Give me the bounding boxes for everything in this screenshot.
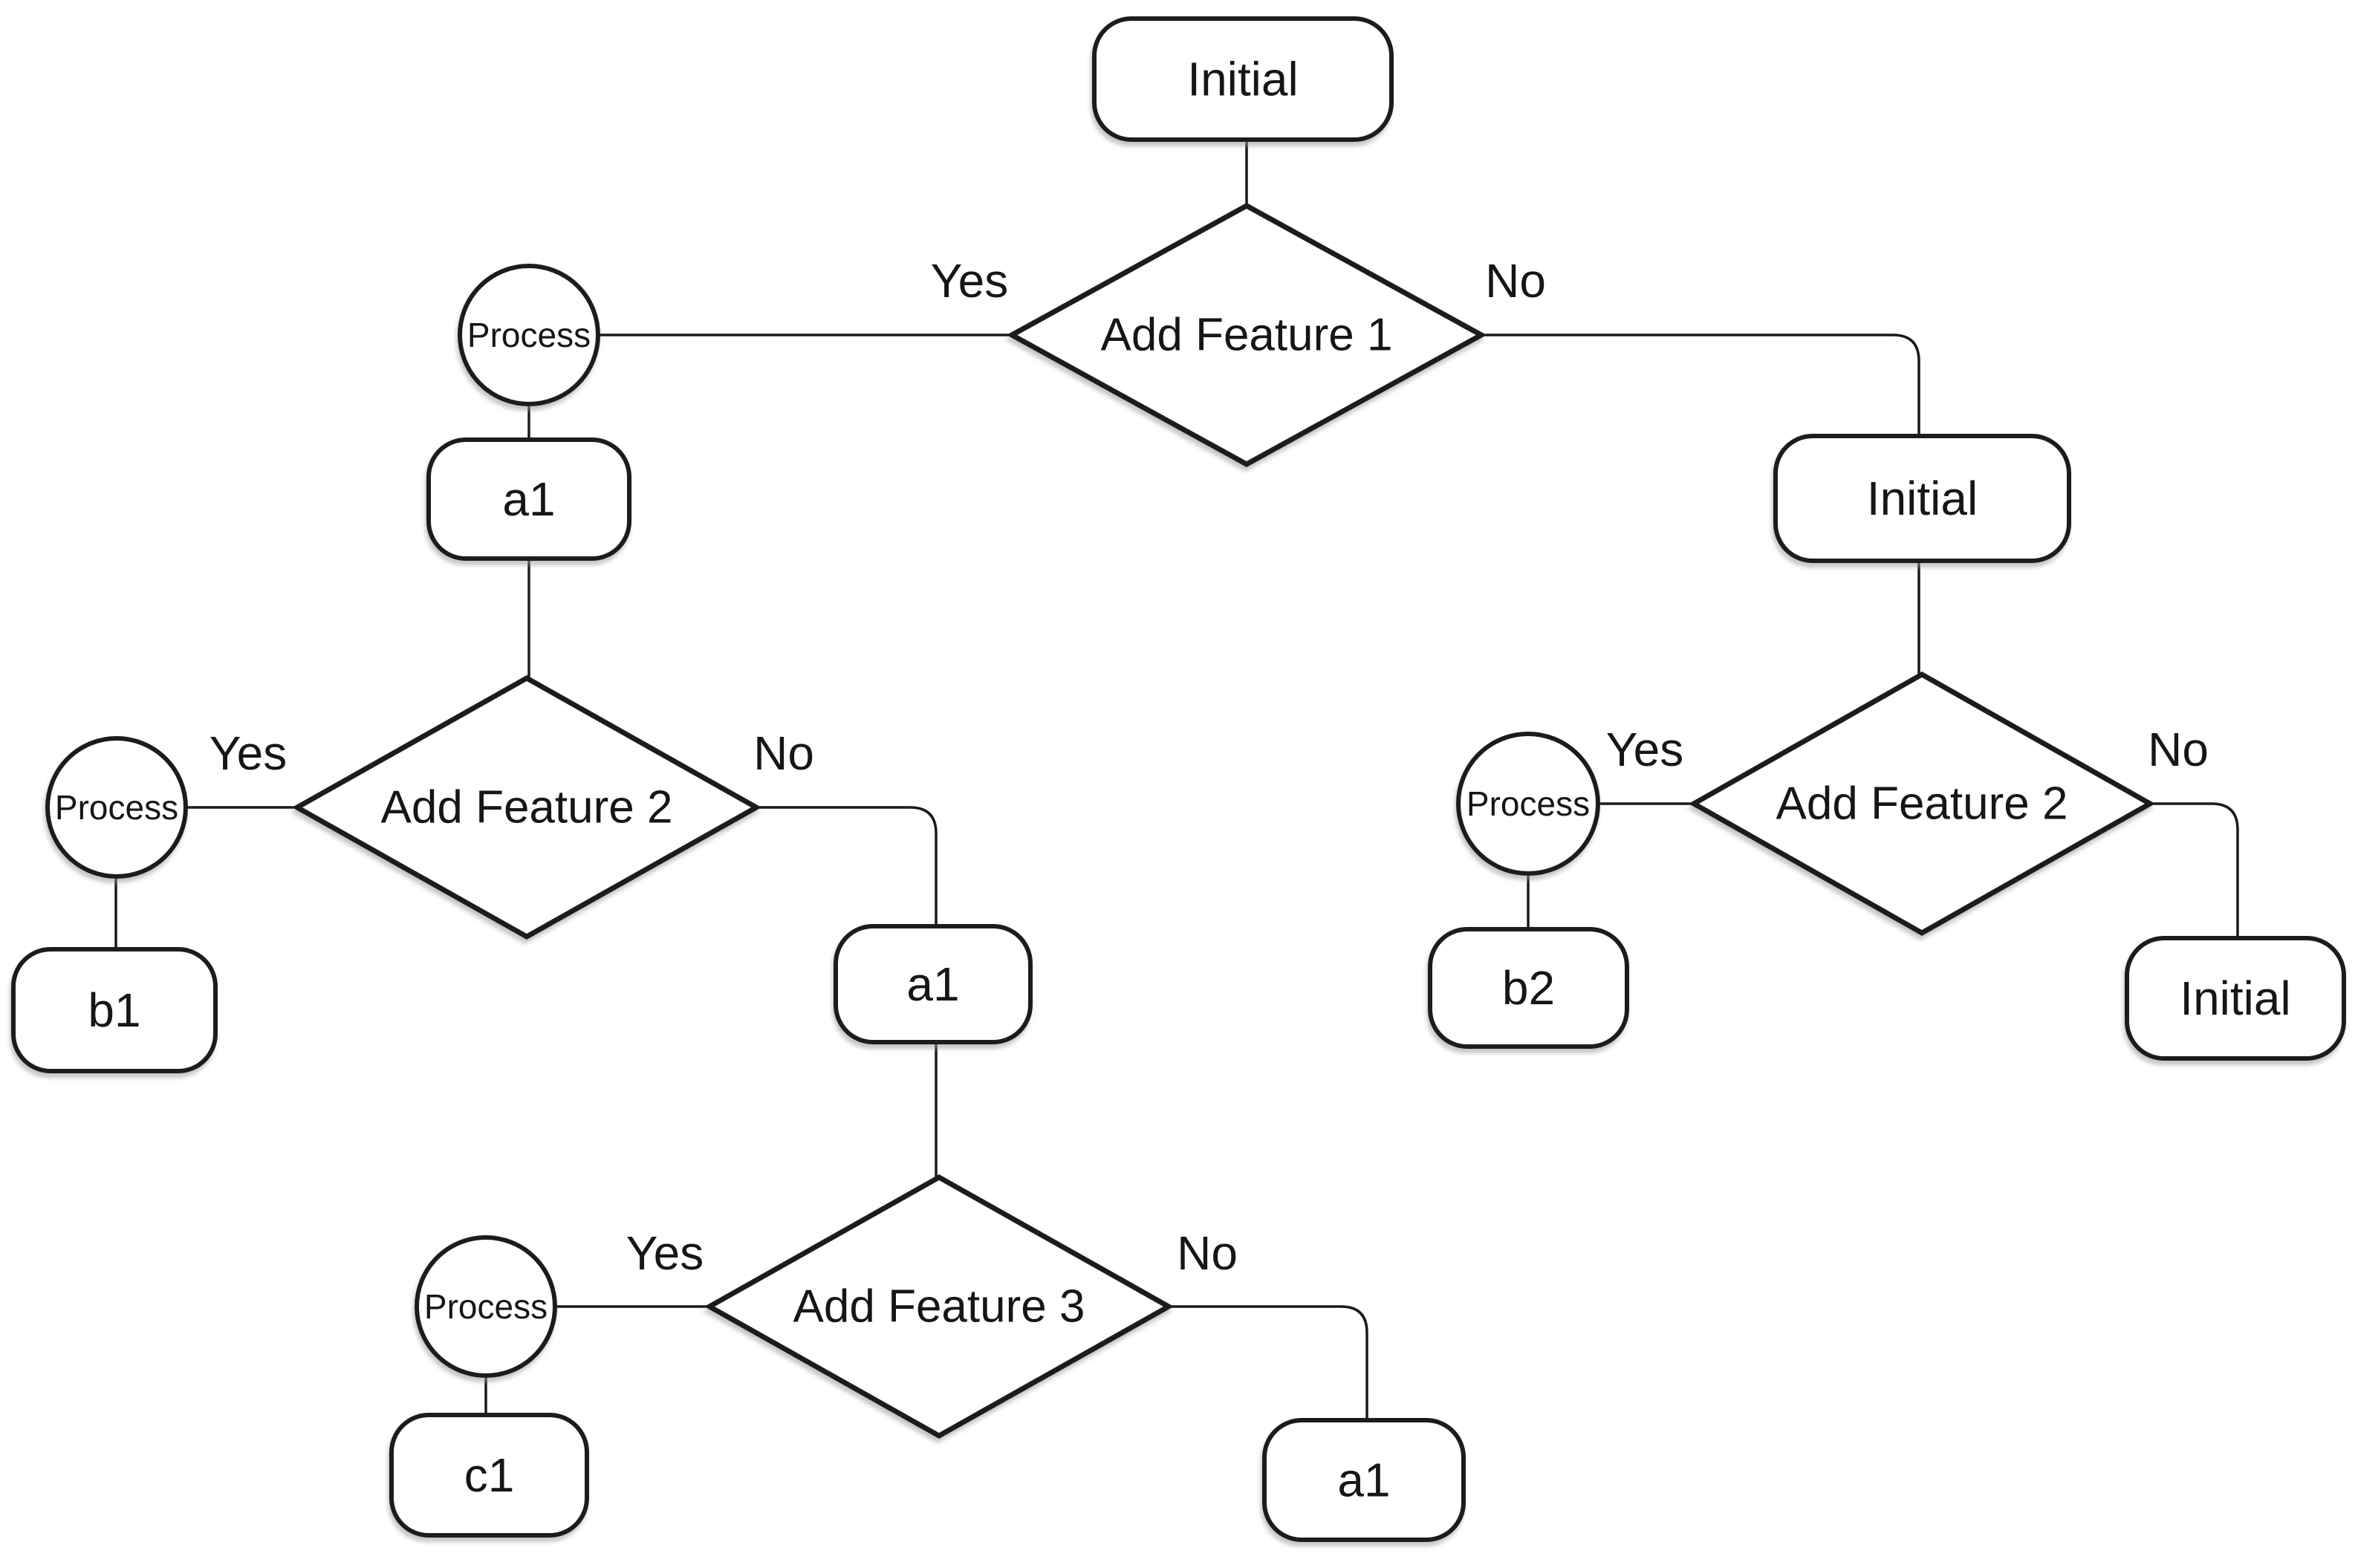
node-label-process-1: Process <box>467 316 591 354</box>
diamond-shape <box>704 1174 1175 1439</box>
node-label-a1-first: a1 <box>502 472 555 526</box>
node-a1-first: a1 <box>426 437 631 561</box>
node-c1: c1 <box>389 1413 589 1538</box>
rounded-rect-shape <box>1092 16 1394 142</box>
node-a1-second: a1 <box>834 924 1033 1044</box>
circle-shape <box>1456 732 1600 876</box>
node-label-process-3: Process <box>424 1287 548 1326</box>
node-decision-feature-3: Add Feature 3 <box>704 1174 1175 1439</box>
node-label-initial-right: Initial <box>1867 472 1978 525</box>
node-label-b1: b1 <box>88 983 140 1037</box>
branch-label-yes-4: Yes <box>626 1226 704 1280</box>
edge-decision3-no-to-a1-third <box>1169 1305 1368 1420</box>
branch-label-no-1: No <box>1485 254 1546 308</box>
rounded-rect-shape <box>11 947 218 1073</box>
edge-decision1-no-to-initial-right <box>1481 334 1920 436</box>
branch-label-no-3: No <box>753 726 814 780</box>
rounded-rect-shape <box>1428 927 1629 1049</box>
branch-label-yes-6: Yes <box>1606 723 1683 776</box>
node-decision-feature-2-left: Add Feature 2 <box>291 674 762 940</box>
diamond-shape <box>1006 203 1487 467</box>
node-decision-feature-1: Add Feature 1 <box>1006 203 1487 467</box>
node-b1: b1 <box>11 947 218 1073</box>
circle-shape <box>45 736 188 879</box>
branch-label-yes-0: Yes <box>931 254 1008 308</box>
node-label-decision-feature-1: Add Feature 1 <box>1101 310 1393 361</box>
node-decision-feature-2-right: Add Feature 2 <box>1688 671 2156 937</box>
node-process-2: Process <box>45 736 188 879</box>
node-label-process-2: Process <box>55 788 178 827</box>
rounded-rect-shape <box>2125 936 2346 1061</box>
circle-shape <box>458 264 600 406</box>
diamond-shape <box>291 674 762 940</box>
node-label-b2: b2 <box>1502 961 1555 1015</box>
node-process-3: Process <box>415 1235 557 1378</box>
edge-decision2l-no-to-a1-second <box>756 806 938 926</box>
node-label-decision-feature-3: Add Feature 3 <box>793 1281 1085 1333</box>
node-initial-bottom-right: Initial <box>2125 936 2346 1061</box>
node-label-a1-third: a1 <box>1337 1454 1390 1507</box>
node-initial-right: Initial <box>1773 434 2071 563</box>
node-process-4: Process <box>1456 732 1600 876</box>
branch-label-no-7: No <box>2148 723 2209 776</box>
edges-layer <box>114 140 2239 1420</box>
node-initial-top: Initial <box>1092 16 1394 142</box>
node-process-1: Process <box>458 264 600 406</box>
node-label-c1: c1 <box>464 1448 515 1502</box>
rounded-rect-shape <box>1773 434 2071 563</box>
node-b2: b2 <box>1428 927 1629 1049</box>
branch-label-no-5: No <box>1177 1226 1238 1280</box>
rounded-rect-shape <box>834 924 1033 1044</box>
edge-decision2r-no-to-initial-bottom <box>2150 802 2239 938</box>
node-label-decision-feature-2-right: Add Feature 2 <box>1776 778 2068 830</box>
rounded-rect-shape <box>426 437 631 561</box>
node-label-initial-bottom-right: Initial <box>2180 972 2290 1025</box>
node-label-a1-second: a1 <box>906 957 959 1011</box>
node-label-initial-top: Initial <box>1187 53 1298 106</box>
branch-label-yes-2: Yes <box>209 726 287 780</box>
circle-shape <box>415 1235 557 1378</box>
rounded-rect-shape <box>389 1413 589 1538</box>
rounded-rect-shape <box>1262 1418 1466 1542</box>
node-a1-third: a1 <box>1262 1418 1466 1542</box>
node-label-process-4: Process <box>1466 784 1590 823</box>
node-label-decision-feature-2-left: Add Feature 2 <box>381 782 673 833</box>
diamond-shape <box>1688 671 2156 937</box>
